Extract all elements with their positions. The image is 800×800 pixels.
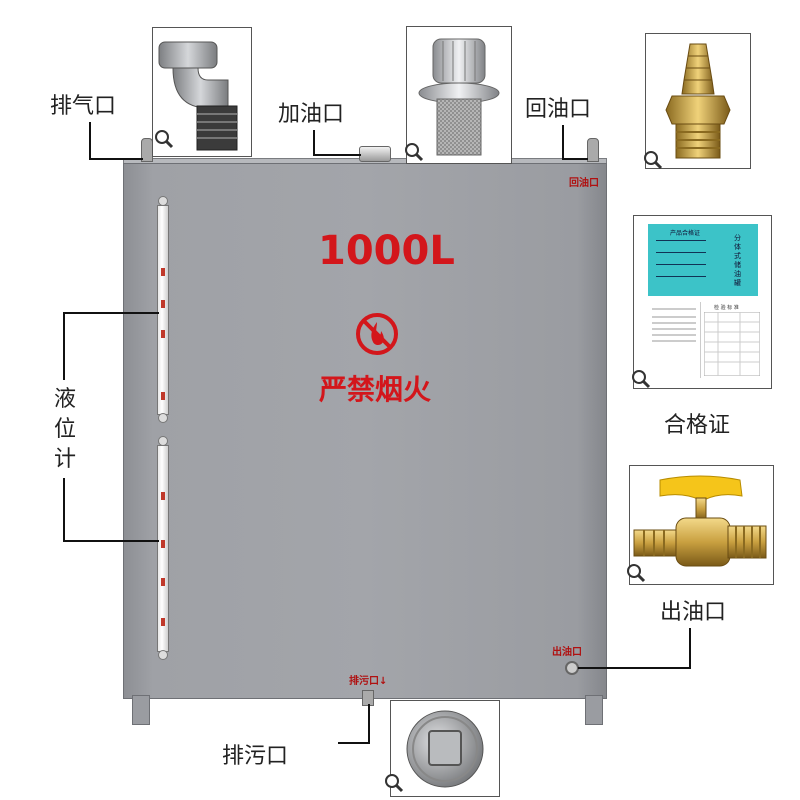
drain-label: 排污口	[222, 744, 289, 769]
drain-plug-photo	[390, 700, 500, 797]
fill-cap-fitting	[359, 146, 391, 162]
tank-leg-right	[585, 695, 603, 725]
certificate-vertical-title: 分体式储油罐	[734, 234, 741, 287]
drain-leader-line	[368, 704, 370, 744]
magnifier-icon[interactable]	[384, 773, 404, 793]
fill-leader-line	[313, 130, 315, 156]
gauge-mark	[161, 300, 165, 308]
outlet-label: 出油口	[660, 600, 727, 625]
gauge-bracket-line	[63, 478, 65, 542]
certificate-label: 合格证	[664, 413, 731, 438]
warning-text: 严禁烟火	[319, 373, 432, 406]
gauge-cap-bottom-2	[158, 650, 168, 660]
gauge-mark	[161, 578, 165, 586]
magnifier-icon[interactable]	[643, 150, 663, 170]
certificate-photo: 产品合格证 分体式储油罐 检 验 标 准	[633, 215, 772, 389]
gauge-cap-bottom-1	[158, 413, 168, 423]
fill-label: 加油口	[278, 102, 345, 127]
magnifier-icon[interactable]	[154, 129, 174, 149]
outlet-valve-photo	[629, 465, 774, 585]
no-fire-icon	[356, 313, 398, 355]
vent-leader-line	[89, 158, 143, 160]
return-leader-line	[562, 158, 588, 160]
return-barb-fitting-photo	[645, 33, 751, 169]
level-gauge-char: 计	[53, 447, 76, 472]
vent-leader-line	[89, 122, 91, 160]
gauge-bracket-line	[63, 540, 159, 542]
vent-label: 排气口	[50, 94, 117, 119]
gauge-bracket-line	[63, 312, 159, 314]
level-gauge-char: 位	[53, 417, 76, 442]
gauge-bracket-line	[63, 312, 65, 380]
level-gauge-label: 液 位 计	[50, 385, 80, 475]
return-label: 回油口	[525, 97, 592, 122]
gauge-mark	[161, 392, 165, 400]
certificate-left-page	[648, 302, 701, 378]
drain-mark-text: 排污口↓	[349, 676, 388, 687]
fill-filter-photo	[406, 26, 512, 164]
gauge-mark	[161, 330, 165, 338]
capacity-text: 1000L	[318, 228, 455, 274]
gauge-mark	[161, 540, 165, 548]
gauge-mark	[161, 618, 165, 626]
gauge-mark	[161, 492, 165, 500]
oil-tank	[123, 163, 607, 699]
level-gauge-char: 液	[53, 387, 76, 412]
certificate-table	[704, 312, 760, 376]
outlet-leader-line	[689, 628, 691, 669]
outlet-mark-text: 出油口	[552, 647, 582, 658]
magnifier-icon[interactable]	[631, 369, 651, 389]
outlet-fitting	[565, 661, 579, 675]
certificate-table-title: 检 验 标 准	[714, 305, 739, 311]
gauge-mark	[161, 268, 165, 276]
return-mark-text: 回油口	[569, 178, 599, 189]
fill-leader-line	[313, 154, 361, 156]
outlet-leader-line	[578, 667, 691, 669]
return-leader-line	[562, 125, 564, 160]
tank-leg-left	[132, 695, 150, 725]
certificate-cover	[648, 224, 758, 296]
return-fitting	[587, 138, 599, 162]
certificate-title: 产品合格证	[670, 230, 701, 237]
drain-leader-line	[338, 742, 370, 744]
magnifier-icon[interactable]	[626, 563, 646, 583]
magnifier-icon[interactable]	[404, 142, 424, 162]
level-gauge-upper	[157, 205, 169, 415]
